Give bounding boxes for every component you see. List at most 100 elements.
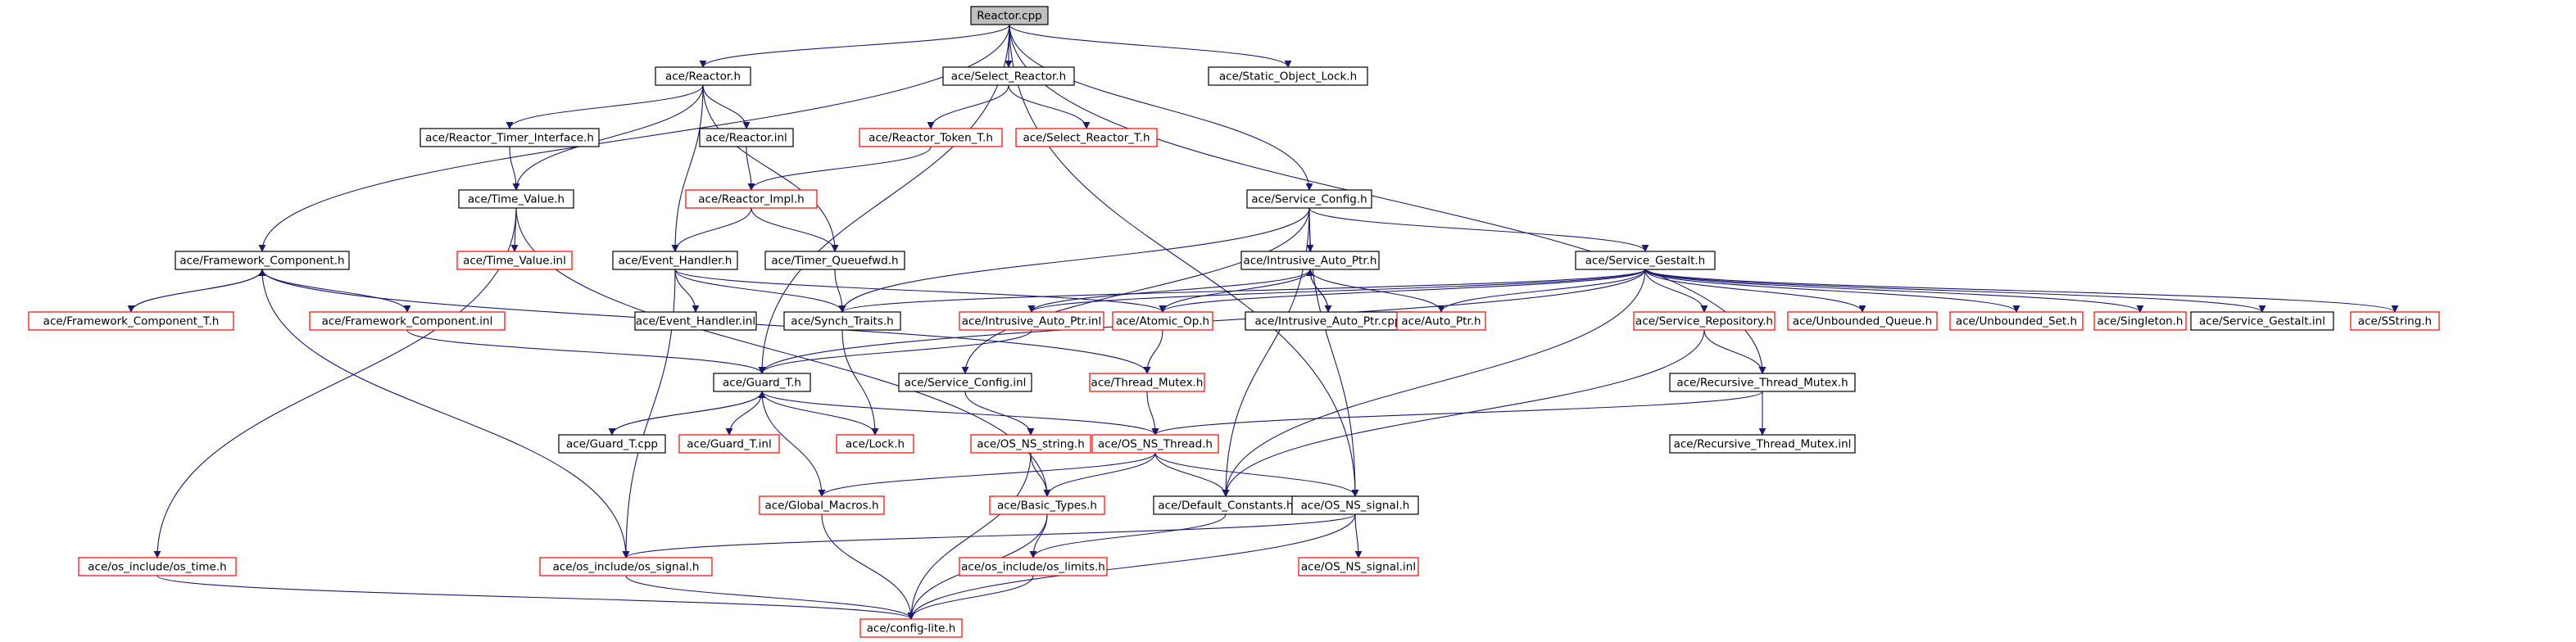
node-ace-service-config-h[interactable]: ace/Service_Config.h: [1246, 189, 1372, 209]
node-ace-os-include-os-time-h[interactable]: ace/os_include/os_time.h: [78, 557, 237, 576]
node-box: [764, 251, 905, 270]
node-ace-timer-queuefwd-h[interactable]: ace/Timer_Queuefwd.h: [764, 251, 905, 270]
node-ace-intrusive-auto-ptr-cpp[interactable]: ace/Intrusive_Auto_Ptr.cpp: [1245, 311, 1412, 331]
node-label: ace/Guard_T.h: [723, 377, 801, 390]
node-label: ace/Timer_Queuefwd.h: [771, 255, 898, 268]
edge-n9-to-n13: [671, 207, 752, 252]
node-ace-guard-t-cpp[interactable]: ace/Guard_T.cpp: [558, 434, 666, 454]
edge-n44-to-n48: [1354, 513, 1363, 558]
node-label: ace/Singleton.h: [2097, 315, 2183, 328]
node-ace-singleton-h[interactable]: ace/Singleton.h: [2093, 311, 2187, 331]
edge-n39-to-n42: [1043, 452, 1156, 497]
node-ace-service-config-inl[interactable]: ace/Service_Config.inl: [898, 373, 1032, 392]
node-box: [989, 495, 1105, 515]
node-label: ace/config-lite.h: [867, 622, 956, 635]
node-ace-thread-mutex-h[interactable]: ace/Thread_Mutex.h: [1089, 373, 1205, 392]
node-ace-basic-types-h[interactable]: ace/Basic_Types.h: [989, 495, 1105, 515]
node-box: [942, 66, 1075, 86]
node-label: ace/Reactor.h: [665, 70, 741, 84]
node-label: ace/Select_Reactor.h: [951, 70, 1066, 84]
node-ace-recursive-thread-mutex-h[interactable]: ace/Recursive_Thread_Mutex.h: [1669, 373, 1856, 392]
node-box: [783, 311, 901, 331]
edge-n25-to-n34: [1703, 329, 1766, 374]
edge-n16-to-n27: [1644, 269, 2020, 313]
node-ace-reactor-token-t-h[interactable]: ace/Reactor_Token_T.h: [859, 128, 1003, 147]
node-ace-os-ns-string-h[interactable]: ace/OS_NS_string.h: [970, 434, 1091, 454]
node-ace-guard-t-h[interactable]: ace/Guard_T.h: [713, 373, 811, 392]
node-box: [1015, 128, 1158, 147]
node-ace-time-value-inl[interactable]: ace/Time_Value.inl: [456, 251, 573, 270]
node-box: [836, 434, 914, 454]
node-ace-os-ns-signal-inl[interactable]: ace/OS_NS_signal.inl: [1298, 557, 1419, 576]
node-reactor-cpp[interactable]: Reactor.cpp: [970, 6, 1049, 25]
node-ace-intrusive-auto-ptr-inl[interactable]: ace/Intrusive_Auto_Ptr.inl: [959, 311, 1104, 331]
node-ace-os-include-os-signal-h[interactable]: ace/os_include/os_signal.h: [539, 557, 713, 576]
node-ace-os-include-os-limits-h[interactable]: ace/os_include/os_limits.h: [959, 557, 1108, 576]
node-box: [685, 189, 818, 209]
node-ace-unbounded-queue-h[interactable]: ace/Unbounded_Queue.h: [1787, 311, 1938, 331]
node-ace-config-lite-h[interactable]: ace/config-lite.h: [859, 618, 963, 638]
node-ace-framework-component-inl[interactable]: ace/Framework_Component.inl: [309, 311, 506, 331]
edge-n44-to-n49: [907, 513, 1356, 620]
edge-n8-to-n45: [153, 207, 517, 558]
node-label: ace/Framework_Component.inl: [322, 315, 493, 328]
node-box: [678, 434, 780, 454]
node-ace-intrusive-auto-ptr-h[interactable]: ace/Intrusive_Auto_Ptr.h: [1240, 251, 1380, 270]
node-ace-synch-traits-h[interactable]: ace/Synch_Traits.h: [783, 311, 901, 331]
edge-n38-to-n49: [907, 452, 1032, 620]
node-ace-atomic-op-h[interactable]: ace/Atomic_Op.h: [1112, 311, 1213, 331]
node-box: [713, 373, 811, 392]
node-box: [634, 311, 757, 331]
node-ace-framework-component-h[interactable]: ace/Framework_Component.h: [175, 251, 350, 270]
node-box: [558, 434, 666, 454]
edge-n16-to-n30: [1644, 269, 2399, 313]
node-label: ace/Synch_Traits.h: [791, 315, 893, 328]
node-label: ace/Default_Constants.h: [1158, 500, 1293, 513]
node-ace-unbounded-set-h[interactable]: ace/Unbounded_Set.h: [1949, 311, 2084, 331]
node-ace-recursive-thread-mutex-inl[interactable]: ace/Recursive_Thread_Mutex.inl: [1669, 434, 1856, 454]
node-box: [1669, 373, 1856, 392]
node-box: [970, 6, 1049, 25]
node-ace-reactor-impl-h[interactable]: ace/Reactor_Impl.h: [685, 189, 818, 209]
node-ace-service-repository-h[interactable]: ace/Service_Repository.h: [1633, 311, 1776, 331]
edge-n16-to-n28: [1644, 269, 2144, 313]
node-label: ace/Service_Gestalt.h: [1585, 255, 1705, 268]
node-ace-os-ns-signal-h[interactable]: ace/OS_NS_signal.h: [1291, 495, 1419, 515]
node-box: [1112, 311, 1213, 331]
node-ace-service-gestalt-h[interactable]: ace/Service_Gestalt.h: [1575, 251, 1716, 270]
node-ace-select-reactor-t-h[interactable]: ace/Select_Reactor_T.h: [1015, 128, 1158, 147]
node-ace-lock-h[interactable]: ace/Lock.h: [836, 434, 914, 454]
node-ace-auto-ptr-h[interactable]: ace/Auto_Ptr.h: [1396, 311, 1486, 331]
node-box: [859, 618, 963, 638]
node-ace-global-macros-h[interactable]: ace/Global_Macros.h: [759, 495, 885, 515]
node-ace-reactor-inl[interactable]: ace/Reactor.inl: [699, 128, 794, 147]
edge-n1-to-n14: [702, 84, 839, 252]
node-ace-sstring-h[interactable]: ace/SString.h: [2350, 311, 2440, 331]
node-box: [2190, 311, 2334, 331]
node-box: [28, 311, 234, 331]
edge-n10-to-n16: [1308, 207, 1649, 252]
node-ace-framework-component-t-h[interactable]: ace/Framework_Component_T.h: [28, 311, 234, 331]
node-ace-static-object-lock-h[interactable]: ace/Static_Object_Lock.h: [1208, 66, 1368, 86]
node-label: ace/Service_Config.h: [1251, 193, 1367, 206]
node-ace-reactor-h[interactable]: ace/Reactor.h: [655, 66, 751, 86]
node-ace-reactor-timer-interface-h[interactable]: ace/Reactor_Timer_Interface.h: [420, 128, 600, 147]
node-box: [898, 373, 1032, 392]
edge-n1-to-n13: [671, 84, 704, 252]
node-box: [456, 251, 573, 270]
edge-n43-to-n47: [1029, 513, 1227, 558]
node-ace-service-gestalt-inl[interactable]: ace/Service_Gestalt.inl: [2190, 311, 2334, 331]
node-ace-select-reactor-h[interactable]: ace/Select_Reactor.h: [942, 66, 1075, 86]
node-ace-guard-t-inl[interactable]: ace/Guard_T.inl: [678, 434, 780, 454]
node-ace-event-handler-inl[interactable]: ace/Event_Handler.inl: [634, 311, 757, 331]
edge-n16-to-n22: [1159, 269, 1646, 313]
edge-n1-to-n4: [506, 84, 704, 129]
edge-n11-to-n46: [261, 269, 630, 558]
node-ace-event-handler-h[interactable]: ace/Event_Handler.h: [612, 251, 738, 270]
edge-n0-to-n44: [1009, 24, 1359, 497]
node-ace-time-value-h[interactable]: ace/Time_Value.h: [458, 189, 574, 209]
node-ace-os-ns-thread-h[interactable]: ace/OS_NS_Thread.h: [1091, 434, 1219, 454]
node-label: ace/Basic_Types.h: [997, 500, 1097, 513]
edge-n0-to-n3: [1009, 24, 1292, 68]
node-ace-default-constants-h[interactable]: ace/Default_Constants.h: [1153, 495, 1299, 515]
